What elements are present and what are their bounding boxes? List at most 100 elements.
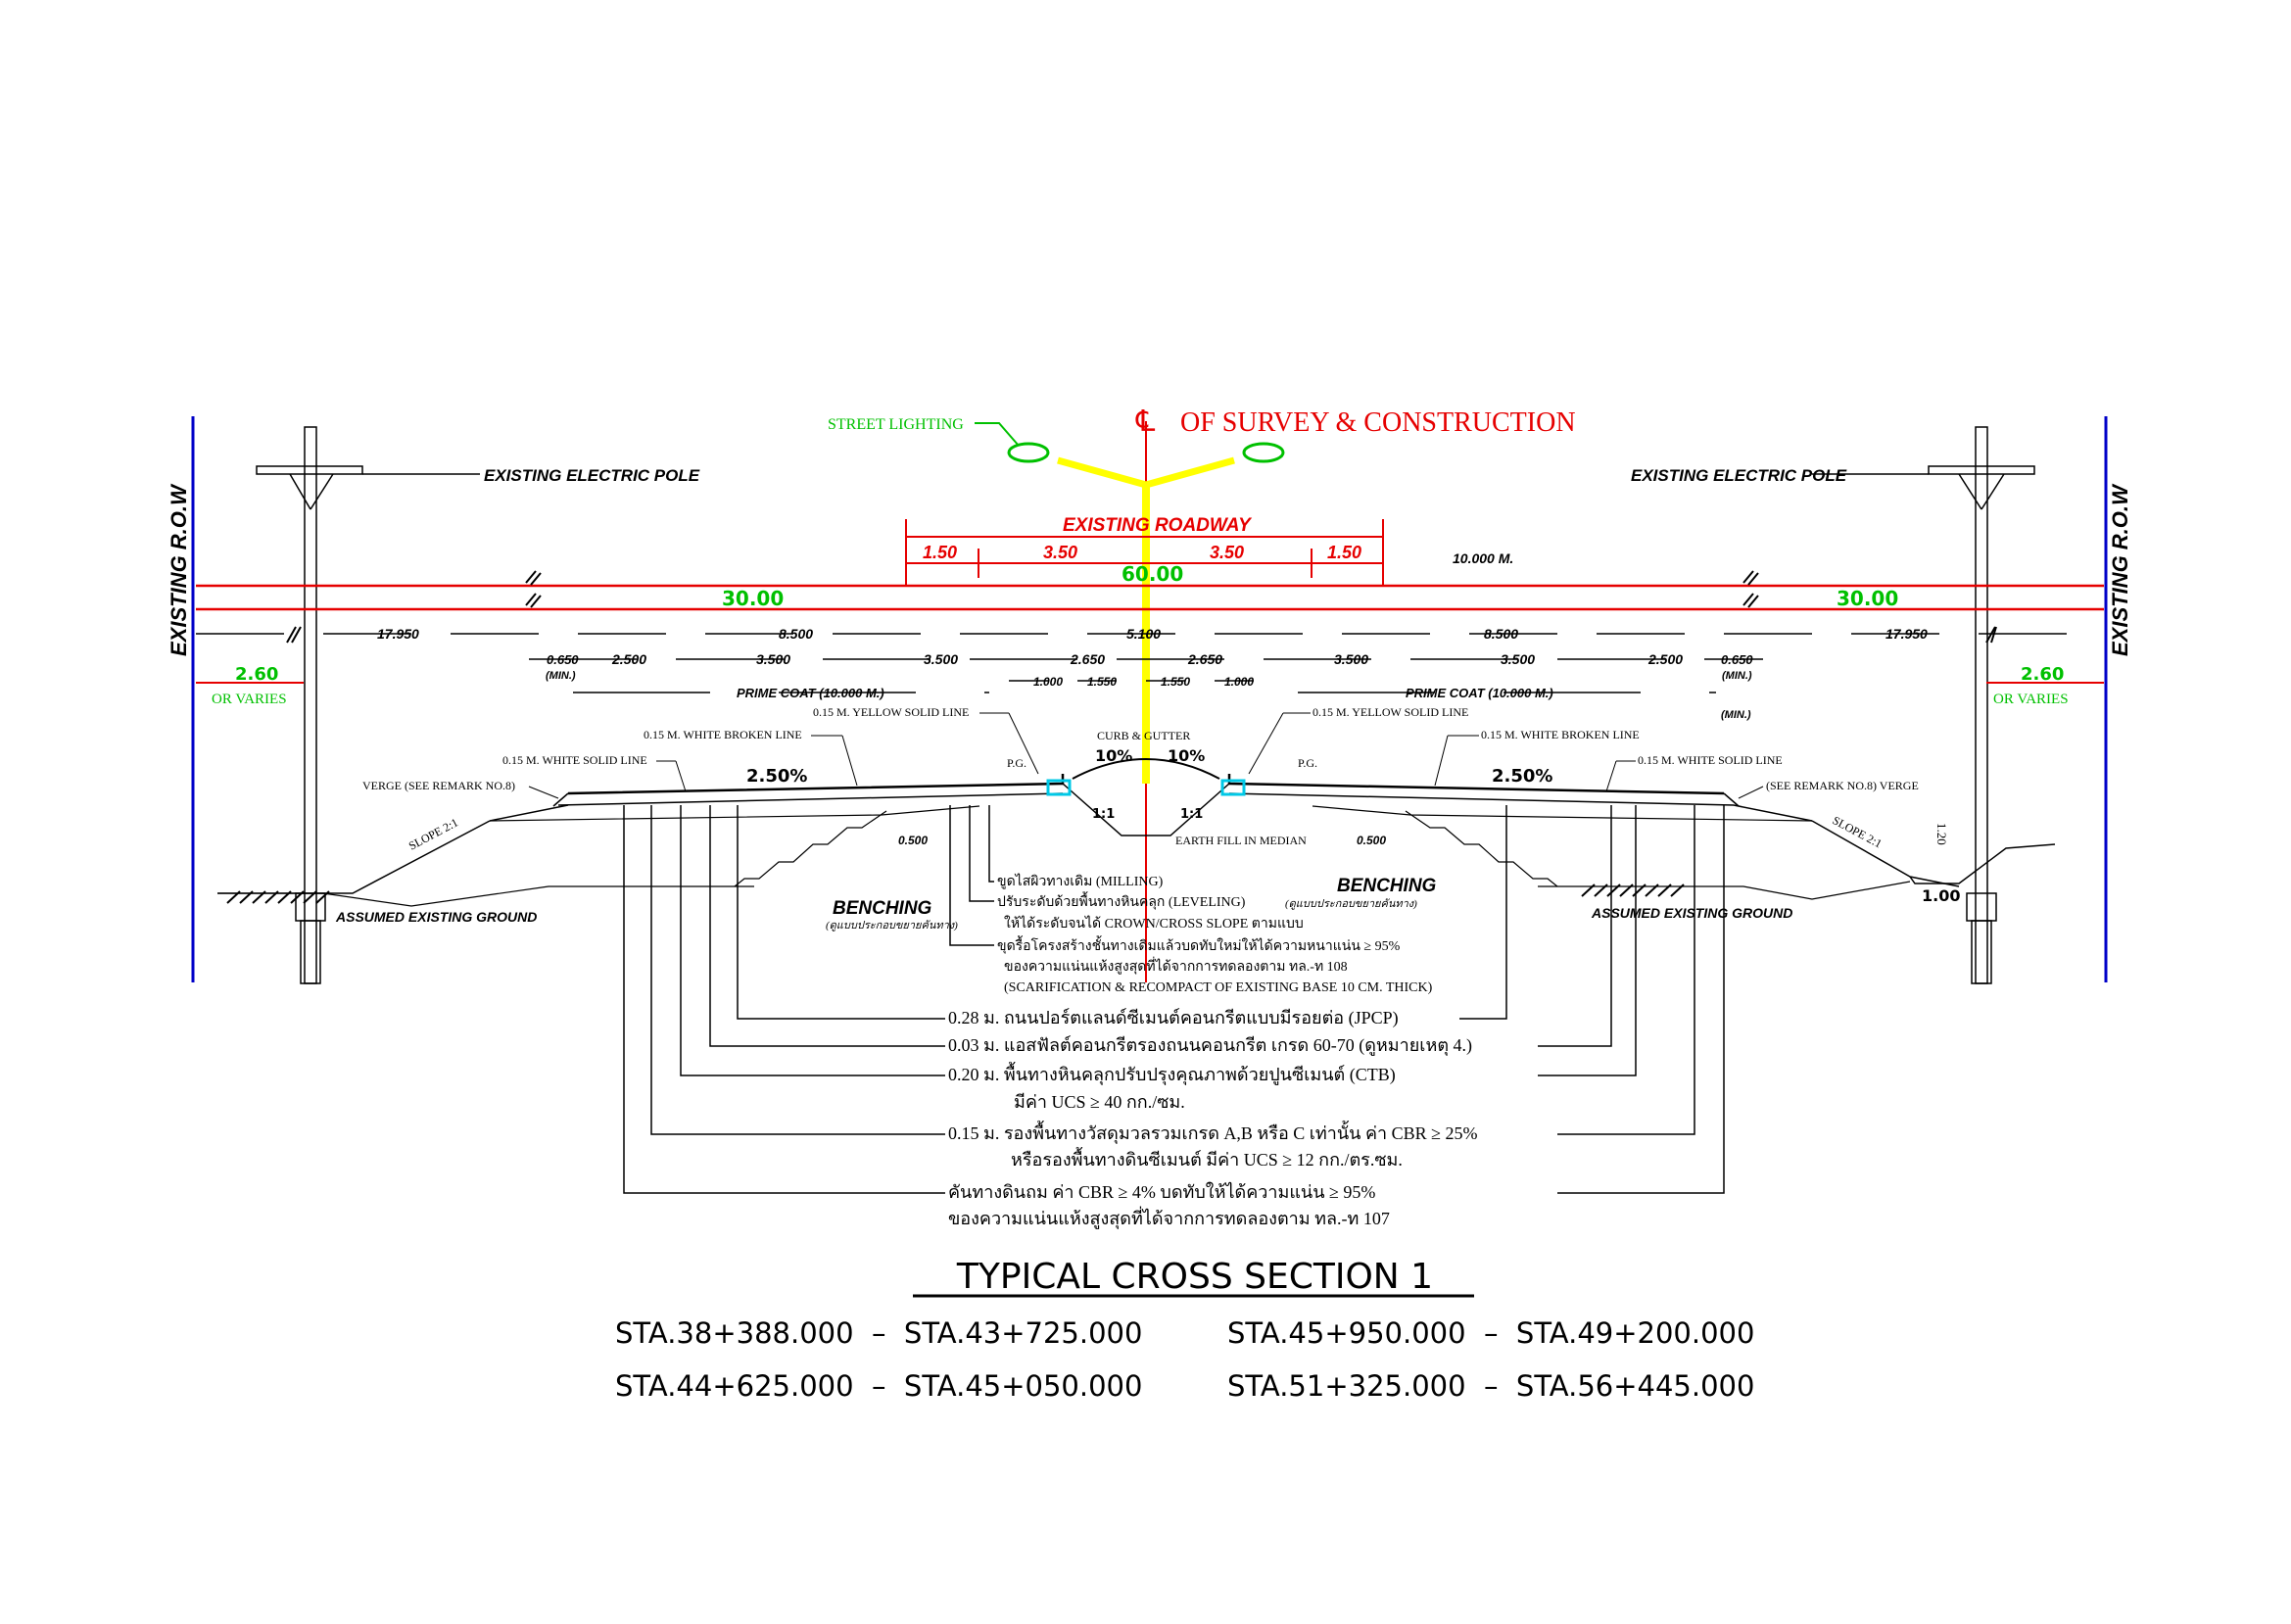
note-scarify-1: ขุดรื้อโครงสร้างชั้นทางเดิมแล้วบดทับใหม่… bbox=[997, 935, 1401, 954]
curb-gutter-label: CURB & GUTTER bbox=[1097, 729, 1190, 742]
street-lighting-label: STREET LIGHTING bbox=[828, 416, 964, 433]
median-dim: 5.100 bbox=[1126, 626, 1161, 642]
outer-dim-left: 8.500 bbox=[779, 626, 813, 642]
lane-dim-2: 2.500 bbox=[611, 651, 646, 667]
inner-dim-3: 1.550 bbox=[1161, 675, 1190, 689]
lane-dim-9: 2.500 bbox=[1647, 651, 1683, 667]
yellow-line-left: 0.15 M. YELLOW SOLID LINE bbox=[813, 705, 969, 719]
curb-left bbox=[1046, 779, 1072, 796]
station-range-4: STA.51+325.000 – STA.56+445.000 bbox=[1227, 1369, 1754, 1403]
note-layer-1: 0.28 ม. ถนนปอร์ตแลนด์ซีเมนต์คอนกรีตแบบมี… bbox=[948, 1008, 1399, 1028]
median-slope-left: 10% bbox=[1095, 746, 1132, 765]
white-solid-left: 0.15 M. WHITE SOLID LINE bbox=[502, 753, 647, 767]
row-side-dim-left: 17.950 bbox=[377, 626, 419, 642]
electric-pole-left bbox=[256, 426, 363, 984]
row-label-left: EXISTING R.O.W bbox=[167, 483, 191, 656]
note-layer-2: 0.03 ม. แอสฟัลต์คอนกรีตรองถนนคอนกรีต เกร… bbox=[948, 1035, 1472, 1056]
note-layer-3b: มีค่า UCS ≥ 40 กก./ซม. bbox=[1014, 1092, 1185, 1112]
note-milling: ขูดไสผิวทางเดิม (MILLING) bbox=[997, 873, 1164, 889]
station-range-2: STA.45+950.000 – STA.49+200.000 bbox=[1227, 1316, 1754, 1350]
ground-hatch-left bbox=[226, 890, 330, 904]
ditch-depth: 1.20 bbox=[1934, 823, 1949, 845]
electric-pole-label-left: EXISTING ELECTRIC POLE bbox=[484, 466, 700, 485]
min-label-left: (MIN.) bbox=[546, 670, 576, 682]
cross-slope-left: 2.50% bbox=[746, 766, 807, 787]
note-scarify-3: (SCARIFICATION & RECOMPACT OF EXISTING B… bbox=[1004, 980, 1433, 995]
lane-dim-3: 3.500 bbox=[756, 651, 790, 667]
pg-right: P.G. bbox=[1298, 756, 1317, 770]
row-side-dim-right: 17.950 bbox=[1885, 626, 1928, 642]
roadway-dim-1: 1.50 bbox=[923, 543, 957, 562]
white-broken-right: 0.15 M. WHITE BROKEN LINE bbox=[1481, 728, 1640, 741]
benching-left: BENCHING bbox=[833, 898, 932, 919]
prime-coat-left: PRIME COAT (10.000 M.) bbox=[737, 686, 884, 700]
cross-slope-right: 2.50% bbox=[1492, 766, 1552, 787]
lane-dim-7: 3.500 bbox=[1334, 651, 1368, 667]
lane-dim-5: 2.650 bbox=[1070, 651, 1105, 667]
notes-block: ขูดไสผิวทางเดิม (MILLING) ปรับระดับด้วยพ… bbox=[948, 873, 1478, 1229]
row-offset-left: 2.60 bbox=[235, 664, 278, 685]
existing-roadway-label: EXISTING ROADWAY bbox=[1063, 515, 1253, 536]
note-layer-4b: หรือรองพื้นทางดินซีเมนต์ มีค่า UCS ≥ 12 … bbox=[1011, 1147, 1403, 1170]
note-scarify-2: ของความแน่นแห้งสูงสุดที่ได้จากการทดลองตา… bbox=[1004, 957, 1348, 975]
slope-left: SLOPE 2:1 bbox=[406, 815, 460, 852]
station-range-3: STA.44+625.000 – STA.45+050.000 bbox=[615, 1369, 1142, 1403]
verge-right: (SEE REMARK NO.8) VERGE bbox=[1766, 779, 1919, 792]
roadway-dim-2: 3.50 bbox=[1043, 543, 1077, 562]
drawing-title: TYPICAL CROSS SECTION 1 bbox=[956, 1257, 1433, 1297]
electric-pole-right bbox=[1928, 426, 2035, 984]
station-range-1: STA.38+388.000 – STA.43+725.000 bbox=[615, 1316, 1142, 1350]
or-varies-right: OR VARIES bbox=[1993, 692, 2069, 707]
prime-coat-right: PRIME COAT (10.000 M.) bbox=[1406, 686, 1553, 700]
benching-right: BENCHING bbox=[1337, 876, 1437, 896]
offset-right: 0.500 bbox=[1357, 834, 1386, 847]
min-label-right-2: (MIN.) bbox=[1721, 709, 1751, 721]
note-leveling: ปรับระดับด้วยพื้นทางหินคลุก (LEVELING) bbox=[997, 891, 1246, 910]
assumed-ground-right: ASSUMED EXISTING GROUND bbox=[1591, 905, 1792, 921]
note-layer-3: 0.20 ม. พื้นทางหินคลุกปรับปรุงคุณภาพด้วย… bbox=[948, 1062, 1396, 1085]
ground-hatch-right bbox=[1581, 884, 1685, 897]
half-width-left: 30.00 bbox=[722, 587, 784, 610]
min-label-right: (MIN.) bbox=[1722, 670, 1752, 682]
outer-dim-right: 8.500 bbox=[1484, 626, 1518, 642]
slope-right: SLOPE 2:1 bbox=[1831, 813, 1885, 850]
pg-left: P.G. bbox=[1007, 756, 1026, 770]
centerline-label: OF SURVEY & CONSTRUCTION bbox=[1180, 407, 1576, 438]
white-solid-right: 0.15 M. WHITE SOLID LINE bbox=[1638, 753, 1783, 767]
or-varies-left: OR VARIES bbox=[212, 692, 287, 707]
note-layer-5: คันทางดินถม ค่า CBR ≥ 4% บดทับให้ได้ความ… bbox=[948, 1181, 1375, 1202]
lane-dim-10: 0.650 bbox=[1721, 652, 1753, 667]
median-1to1-right: 1:1 bbox=[1180, 807, 1203, 822]
verge-left: VERGE (SEE REMARK NO.8) bbox=[362, 779, 515, 792]
lane-dim-8: 3.500 bbox=[1501, 651, 1535, 667]
electric-pole-label-right: EXISTING ELECTRIC POLE bbox=[1631, 466, 1847, 485]
yellow-line-right: 0.15 M. YELLOW SOLID LINE bbox=[1313, 705, 1468, 719]
lane-dim-6: 2.650 bbox=[1187, 651, 1222, 667]
median-1to1-left: 1:1 bbox=[1092, 807, 1115, 822]
half-width-right: 30.00 bbox=[1837, 587, 1898, 610]
lane-dim-1: 0.650 bbox=[547, 652, 579, 667]
ten-m-label: 10.000 M. bbox=[1453, 550, 1513, 566]
assumed-ground-left: ASSUMED EXISTING GROUND bbox=[335, 909, 537, 925]
centerline-symbol: ℄ bbox=[1135, 406, 1156, 438]
roadway-dim-3: 3.50 bbox=[1210, 543, 1244, 562]
total-width: 60.00 bbox=[1122, 562, 1183, 586]
row-offset-right: 2.60 bbox=[2021, 664, 2064, 685]
roadway-dim-4: 1.50 bbox=[1327, 543, 1361, 562]
note-leveling-2: ให้ได้ระดับจนได้ CROWN/CROSS SLOPE ตามแบ… bbox=[1004, 915, 1304, 931]
note-layer-4: 0.15 ม. รองพื้นทางวัสดุมวลรวมเกรด A,B หร… bbox=[948, 1121, 1478, 1144]
benching-note-left: (ดูแบบประกอบขยายคันทาง) bbox=[826, 920, 958, 931]
inner-dim-4: 1.000 bbox=[1224, 675, 1254, 689]
benching-note-right: (ดูแบบประกอบขยายคันทาง) bbox=[1285, 898, 1417, 910]
inner-dim-2: 1.550 bbox=[1087, 675, 1117, 689]
note-layer-5b: ของความแน่นแห้งสูงสุดที่ได้จากการทดลองตา… bbox=[948, 1206, 1390, 1229]
earth-fill-label: EARTH FILL IN MEDIAN bbox=[1175, 834, 1307, 847]
inner-dim-1: 1.000 bbox=[1033, 675, 1063, 689]
lane-dim-4: 3.500 bbox=[924, 651, 958, 667]
white-broken-left: 0.15 M. WHITE BROKEN LINE bbox=[644, 728, 802, 741]
layer-leaders bbox=[623, 805, 1725, 1194]
offset-left: 0.500 bbox=[898, 834, 928, 847]
median-slope-right: 10% bbox=[1168, 746, 1205, 765]
